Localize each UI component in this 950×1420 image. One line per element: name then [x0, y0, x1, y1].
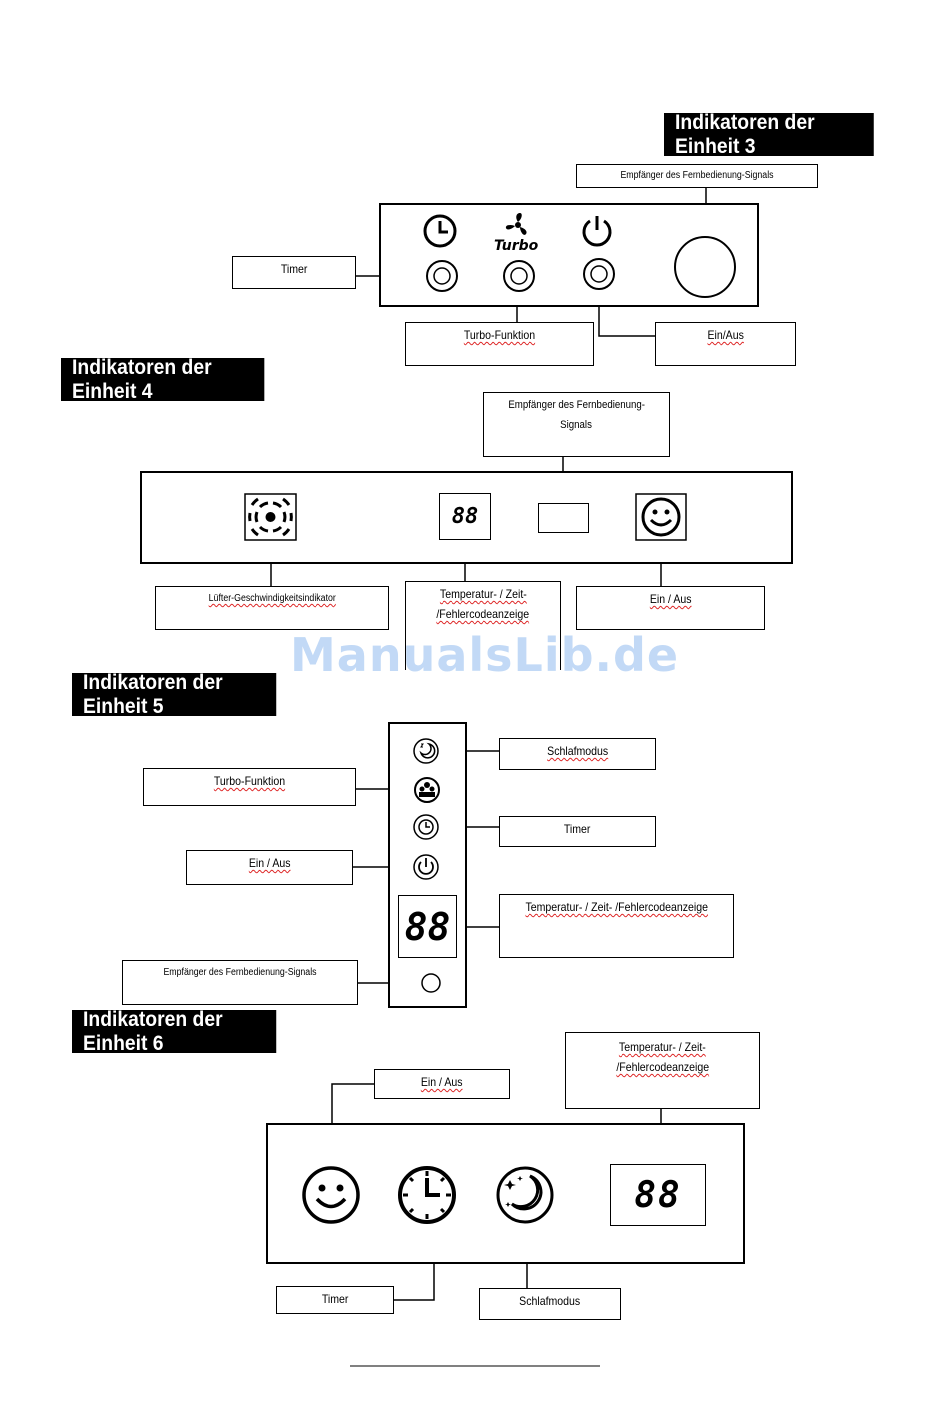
- unit4-heading: Indikatoren der Einheit 4: [61, 355, 265, 403]
- unit4-fan-speed-label: Lüfter-Geschwindigkeitsindikator: [155, 586, 389, 630]
- smiley-icon: [635, 493, 687, 541]
- unit5-power-label: Ein / Aus: [186, 850, 353, 885]
- unit3-receiver-label: Empfänger des Fernbedienung-Signals: [576, 164, 818, 188]
- remote-receiver-window: [674, 236, 736, 298]
- unit3-heading: Indikatoren der Einheit 3: [664, 110, 874, 158]
- unit5-turbo-label: Turbo-Funktion: [143, 768, 356, 806]
- remote-receiver-window: [421, 973, 441, 993]
- unit4-digit-display: 88: [439, 493, 491, 540]
- watermark: ManualsLib.de: [290, 628, 680, 682]
- power-icon: [413, 854, 439, 880]
- sleep-icon: [413, 738, 439, 764]
- unit5-timer-label: Timer: [499, 816, 656, 847]
- unit4-heading-text: Indikatoren der Einheit 4: [72, 355, 212, 403]
- unit5-control-panel: [388, 722, 467, 1008]
- power-button[interactable]: [581, 256, 617, 292]
- unit4-remote-receiver: [538, 503, 589, 533]
- unit5-display-label: Temperatur- / Zeit- /Fehlercodeanzeige: [499, 894, 734, 958]
- unit4-display-label: Temperatur- / Zeit- /Fehlercodeanzeige: [405, 581, 561, 670]
- unit5-sleep-label: Schlafmodus: [499, 738, 656, 770]
- fan-speed-icon: [244, 493, 297, 541]
- unit3-timer-label: Timer: [232, 256, 356, 289]
- unit6-power-label: Ein / Aus: [374, 1069, 510, 1099]
- smiley-icon: [302, 1166, 360, 1224]
- clock-icon: [423, 214, 457, 248]
- timer-icon: [413, 814, 439, 840]
- unit5-receiver-label: Empfänger des Fernbedienung-Signals: [122, 960, 358, 1005]
- unit6-timer-label: Timer: [276, 1286, 394, 1314]
- unit5-digit-display: 88: [398, 895, 457, 958]
- turbo-word: Turbo: [494, 238, 539, 254]
- unit6-heading-text: Indikatoren der Einheit 6: [83, 1007, 223, 1055]
- unit6-sleep-label: Schlafmodus: [479, 1288, 621, 1320]
- unit5-heading: Indikatoren der Einheit 5: [72, 670, 277, 718]
- clock-icon: [398, 1166, 456, 1224]
- unit4-receiver-label: Empfänger des Fernbedienung- Signals: [483, 392, 670, 457]
- unit6-heading: Indikatoren der Einheit 6: [72, 1007, 277, 1055]
- unit3-heading-text: Indikatoren der Einheit 3: [675, 110, 815, 158]
- turbo-icon: [414, 777, 440, 803]
- unit3-turbo-label: Turbo-Funktion: [405, 322, 594, 366]
- fan-icon: [505, 213, 527, 235]
- unit6-digit-display: 88: [610, 1164, 706, 1226]
- timer-button[interactable]: [424, 258, 460, 294]
- sleep-icon: [496, 1166, 554, 1224]
- turbo-button[interactable]: [501, 258, 537, 294]
- unit6-display-label: Temperatur- / Zeit- /Fehlercodeanzeige: [565, 1032, 760, 1109]
- power-icon: [582, 216, 612, 247]
- unit3-power-label: Ein/Aus: [655, 322, 796, 366]
- unit5-heading-text: Indikatoren der Einheit 5: [83, 670, 223, 718]
- unit4-power-label: Ein / Aus: [576, 586, 765, 630]
